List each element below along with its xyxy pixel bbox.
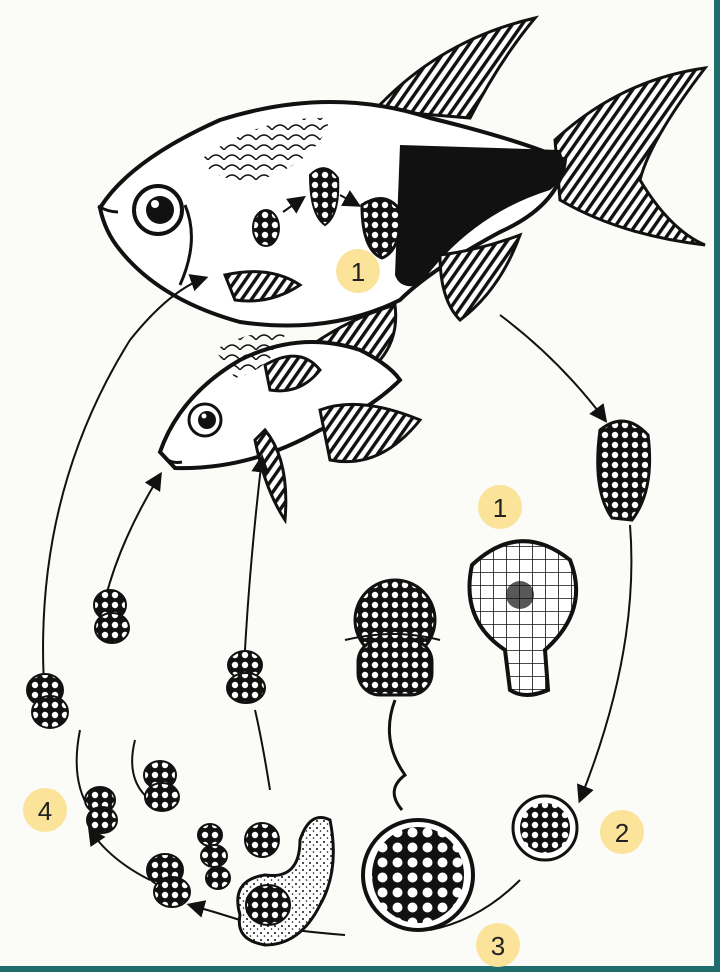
badge-3: 3 [476,923,520,967]
badge-label: 1 [351,257,365,287]
large-fish [98,18,705,326]
theront [227,651,265,703]
parasite-stage-a [253,210,279,246]
theront [85,787,117,833]
badge-label: 1 [493,493,507,523]
dorsal-fin [375,18,535,118]
badge-label: 3 [491,931,505,961]
small-fish [160,305,420,520]
small-pelvic-fin [320,404,420,461]
theront [27,674,68,728]
badge-1-cyst: 1 [478,485,522,529]
badge-label: 4 [38,796,52,826]
badge-1-fish: 1 [336,249,380,293]
cyst-stages [238,421,650,945]
theronts [27,590,279,907]
theront [144,761,179,811]
theront [245,823,279,857]
trophont-enlarged [469,541,576,695]
theront [198,824,230,889]
dividing-cell-bottom [358,640,432,695]
tail-fin [555,68,705,245]
badge-label: 2 [615,818,629,848]
free-trophont [598,421,650,520]
badge-4: 4 [23,788,67,832]
theront [94,590,129,643]
badge-2: 2 [600,810,644,854]
theront [147,854,190,907]
